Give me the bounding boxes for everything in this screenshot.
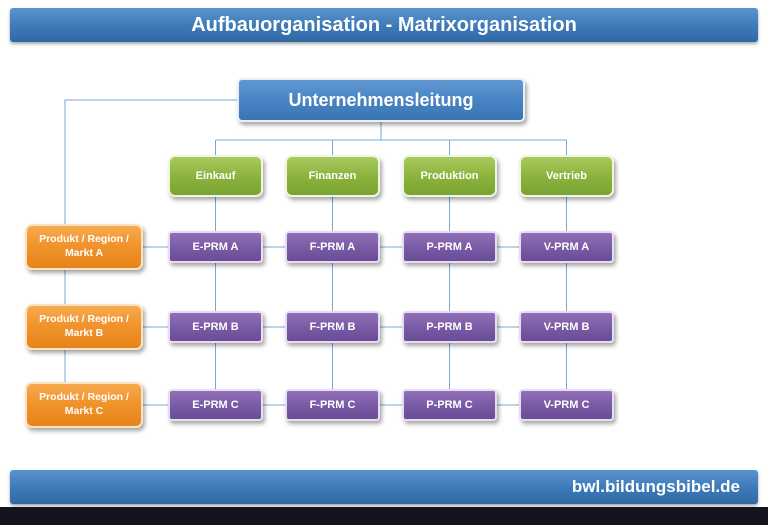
function-node-einkauf: Einkauf [168,155,263,197]
root-node-unternehmensleitung: Unternehmensleitung [237,78,525,122]
footer-site-link[interactable]: bwl.bildungsbibel.de [10,470,758,504]
matrix-node-p-prm-b: P-PRM B [402,311,497,343]
matrix-node-f-prm-c: F-PRM C [285,389,380,421]
matrix-node-e-prm-c: E-PRM C [168,389,263,421]
matrix-node-f-prm-a: F-PRM A [285,231,380,263]
function-node-produktion: Produktion [402,155,497,197]
matrix-node-p-prm-c: P-PRM C [402,389,497,421]
matrix-node-v-prm-b: V-PRM B [519,311,614,343]
page-title: Aufbauorganisation - Matrixorganisation [10,8,758,42]
matrix-node-p-prm-a: P-PRM A [402,231,497,263]
matrix-node-e-prm-a: E-PRM A [168,231,263,263]
matrix-node-v-prm-a: V-PRM A [519,231,614,263]
function-node-vertrieb: Vertrieb [519,155,614,197]
bottom-dark-strip [0,507,768,525]
market-node-c: Produkt / Region / Markt C [25,382,143,428]
function-node-finanzen: Finanzen [285,155,380,197]
matrix-node-e-prm-b: E-PRM B [168,311,263,343]
market-node-b: Produkt / Region / Markt B [25,304,143,350]
matrix-node-v-prm-c: V-PRM C [519,389,614,421]
market-node-a: Produkt / Region / Markt A [25,224,143,270]
matrix-node-f-prm-b: F-PRM B [285,311,380,343]
